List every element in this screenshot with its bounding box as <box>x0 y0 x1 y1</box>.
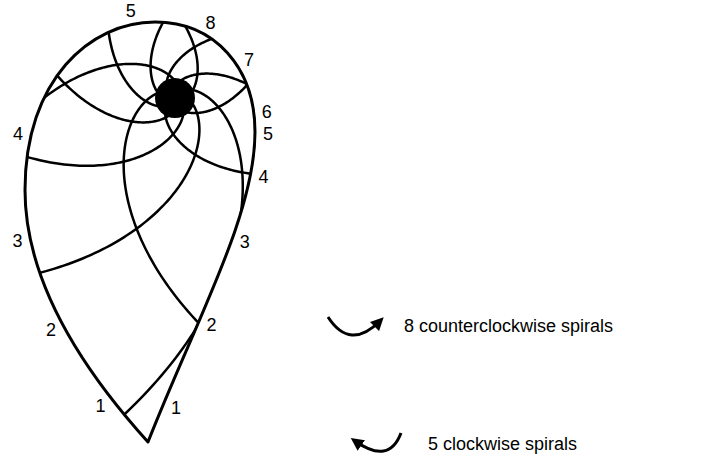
cone-outline <box>25 22 255 442</box>
spiral-line <box>0 0 183 166</box>
spiral-line <box>124 93 442 460</box>
curved-arrow <box>355 433 401 451</box>
spiral-number: 1 <box>171 399 181 417</box>
spiral-line <box>0 64 174 464</box>
spiral-line <box>0 90 243 475</box>
spiral-number: 1 <box>95 397 105 415</box>
spiral-number: 7 <box>244 51 254 69</box>
spiral-number: 4 <box>13 125 23 143</box>
legend-text: 8 counterclockwise spirals <box>404 317 613 337</box>
spiral-number: 2 <box>46 321 56 339</box>
curved-arrow <box>328 317 380 335</box>
spiral-number: 3 <box>240 233 250 251</box>
spiral-line <box>180 74 363 475</box>
curved-arrow-sample <box>345 425 409 465</box>
spiral-line <box>0 103 199 286</box>
spiral-number: 8 <box>205 14 215 32</box>
spiral-line <box>0 0 198 92</box>
legend-text: 5 clockwise spirals <box>428 435 577 455</box>
spiral-number: 5 <box>263 125 273 143</box>
spiral-number: 4 <box>258 168 268 186</box>
legend-row: 8 counterclockwise spirals <box>320 307 613 347</box>
legend-row: 5 clockwise spirals <box>345 425 577 465</box>
spiral-line <box>151 0 596 93</box>
spiral-line <box>107 0 358 106</box>
spiral-number: 6 <box>262 103 272 121</box>
spiral-number: 2 <box>207 316 217 334</box>
center-dot <box>155 78 195 118</box>
spiral-lines <box>0 0 602 475</box>
curved-arrow-sample <box>320 307 392 347</box>
spiral-number: 5 <box>126 2 136 20</box>
spiral-number: 3 <box>12 232 22 250</box>
spiral-line <box>165 0 602 175</box>
